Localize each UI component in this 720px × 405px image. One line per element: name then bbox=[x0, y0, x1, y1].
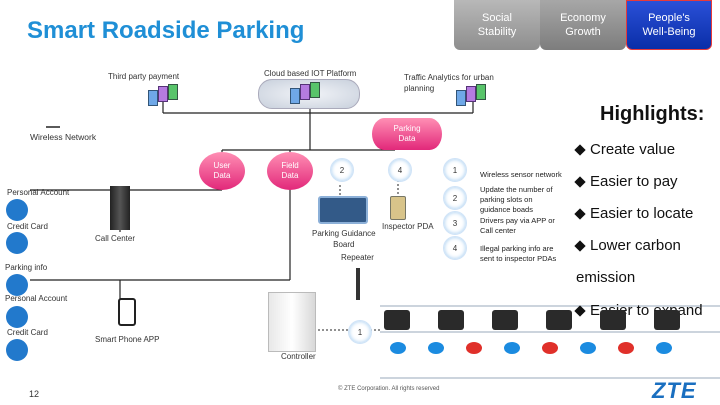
server-tower-icon bbox=[110, 186, 130, 230]
guidance-board-icon bbox=[318, 196, 368, 224]
step-text: Wireless sensor network bbox=[480, 170, 562, 179]
step-circle: 4 bbox=[443, 236, 467, 260]
cloud-platform-label: Cloud based IOT Platform bbox=[264, 69, 357, 78]
tab-social-stability[interactable]: Social Stability bbox=[454, 0, 540, 50]
bullet-icon bbox=[574, 176, 586, 188]
truck-icon bbox=[492, 310, 518, 330]
server-cluster-icon bbox=[148, 84, 184, 106]
highlight-item-continued: emission bbox=[576, 269, 636, 286]
parking-lot bbox=[380, 306, 720, 378]
parking-info-label: Parking info bbox=[5, 263, 48, 272]
tab-peoples-well-being[interactable]: People's Well-Being bbox=[626, 0, 712, 50]
step-text: Illegal parking info are sent to inspect… bbox=[480, 244, 557, 263]
truck-icon bbox=[546, 310, 572, 330]
field-data-node: Field Data bbox=[267, 152, 313, 190]
step-circle: 2 bbox=[443, 186, 467, 210]
copyright: © ZTE Corporation. All rights reserved bbox=[338, 386, 440, 392]
sensor-icon bbox=[618, 342, 634, 354]
server-cluster-icon bbox=[456, 84, 492, 106]
step-circle: 4 bbox=[388, 158, 412, 182]
smart-phone-app-label: Smart Phone APP bbox=[95, 335, 160, 344]
parking-data-node: Parking Data bbox=[372, 118, 442, 150]
page-title: Smart Roadside Parking bbox=[27, 17, 305, 44]
credit-card-icon bbox=[6, 339, 28, 361]
truck-icon bbox=[654, 310, 680, 330]
credit-card-label: Credit Card bbox=[7, 222, 48, 231]
credit-card-label: Credit Card bbox=[7, 328, 48, 337]
controller-label: Controller bbox=[281, 352, 316, 361]
wireless-network-label: Wireless Network bbox=[30, 132, 97, 142]
third-party-payment-label: Third party payment bbox=[108, 72, 180, 81]
bullet-icon bbox=[574, 240, 586, 252]
page-number: 12 bbox=[29, 389, 40, 399]
highlight-item: Create value bbox=[574, 141, 675, 158]
call-center-label: Call Center bbox=[95, 234, 136, 243]
parking-guidance-label: Parking Guidance Board bbox=[312, 229, 376, 249]
step-circle: 1 bbox=[443, 158, 467, 182]
highlight-item: Easier to pay bbox=[574, 173, 678, 190]
parking-info-icon bbox=[6, 274, 28, 296]
step-circle: 3 bbox=[443, 211, 467, 235]
account-icon bbox=[6, 199, 28, 221]
zte-logo: ZTE bbox=[652, 378, 697, 403]
tab-economy-growth[interactable]: Economy Growth bbox=[540, 0, 626, 50]
sensor-icon bbox=[580, 342, 596, 354]
bullet-icon bbox=[574, 144, 586, 156]
traffic-analytics-label: Traffic Analytics for urban planning bbox=[404, 73, 494, 93]
repeater-icon bbox=[356, 268, 360, 300]
highlight-item: Easier to locate bbox=[574, 205, 693, 222]
personal-account-label: Personal Account bbox=[5, 294, 68, 303]
sensor-icon bbox=[504, 342, 520, 354]
sensor-icon bbox=[466, 342, 482, 354]
sensor-icon bbox=[390, 342, 406, 354]
controller-icon bbox=[268, 292, 316, 352]
smartphone-icon bbox=[118, 298, 136, 326]
account-icon bbox=[6, 306, 28, 328]
step-text: Drivers pay via APP or Call center bbox=[480, 216, 555, 235]
pda-icon bbox=[390, 196, 406, 220]
step-circle: 1 bbox=[348, 320, 372, 344]
repeater-label: Repeater bbox=[341, 253, 374, 262]
truck-icon bbox=[438, 310, 464, 330]
truck-icon bbox=[384, 310, 410, 330]
step-text: Update the number of parking slots on gu… bbox=[480, 185, 553, 214]
sensor-icon bbox=[542, 342, 558, 354]
highlights-title: Highlights: bbox=[600, 103, 705, 125]
step-circle: 2 bbox=[330, 158, 354, 182]
sensor-icon bbox=[428, 342, 444, 354]
highlight-item: Lower carbon bbox=[574, 237, 681, 254]
truck-icon bbox=[600, 310, 626, 330]
server-cluster-icon bbox=[290, 82, 326, 104]
personal-account-label: Personal Account bbox=[7, 188, 70, 197]
credit-card-icon bbox=[6, 232, 28, 254]
bullet-icon bbox=[574, 208, 586, 220]
sensor-icon bbox=[656, 342, 672, 354]
inspector-pda-label: Inspector PDA bbox=[382, 222, 434, 231]
user-data-node: User Data bbox=[199, 152, 245, 190]
